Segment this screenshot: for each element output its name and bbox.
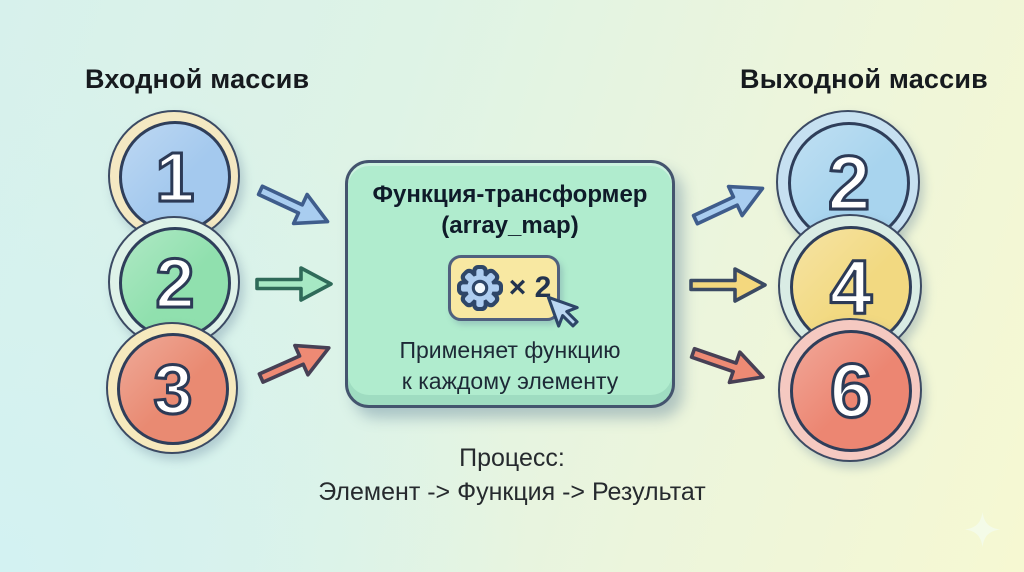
gear-icon — [456, 265, 503, 311]
input-arrow-2-icon — [255, 266, 333, 302]
output-circle-3: 6 — [790, 330, 912, 452]
transformer-description-line2: к каждому элементу — [401, 368, 619, 394]
input-array-title: Входной массив — [85, 64, 310, 94]
input-arrow-3-icon — [257, 343, 331, 384]
input-circle-2: 2 — [119, 227, 231, 339]
process-line2: Элемент -> Функция -> Результат — [318, 478, 706, 506]
output-arrow-1-icon — [691, 184, 765, 226]
multiply-chip: × 2 — [448, 255, 560, 321]
chip-label: × 2 — [508, 271, 552, 304]
transformer-title-line2: (array_map) — [441, 212, 579, 239]
sparkle-icon — [965, 512, 1000, 547]
input-value-1: 1 — [154, 137, 196, 218]
cursor-wrap — [546, 295, 580, 329]
output-array-title: Выходной массив — [740, 64, 988, 94]
output-arrow-3-icon — [689, 346, 765, 385]
input-value-3: 3 — [152, 349, 194, 430]
process-caption: Процесс: Элемент -> Функция -> Результат — [0, 441, 1024, 509]
output-item-3: 6 — [778, 318, 922, 462]
transformer-description-line1: Применяет функцию — [399, 337, 621, 363]
transformer-box: Функция-трансформер (array_map) — [345, 160, 675, 408]
output-value-3: 6 — [828, 347, 873, 435]
input-item-3: 3 — [106, 322, 238, 454]
output-arrow-2-icon — [689, 267, 767, 303]
output-value-2: 4 — [828, 243, 873, 331]
input-circle-3: 3 — [117, 333, 229, 445]
transformer-title-line1: Функция-трансформер — [372, 181, 648, 208]
input-arrow-1-icon — [256, 184, 330, 226]
transformer-title: Функция-трансформер (array_map) — [348, 179, 672, 241]
output-circle-2: 4 — [790, 226, 912, 348]
cursor-icon — [546, 295, 579, 328]
transformer-description: Применяет функцию к каждому элементу — [348, 335, 672, 397]
output-value-1: 2 — [826, 139, 871, 227]
process-line1: Процесс: — [459, 444, 565, 472]
input-value-2: 2 — [154, 243, 196, 324]
output-circle-1: 2 — [788, 122, 910, 244]
